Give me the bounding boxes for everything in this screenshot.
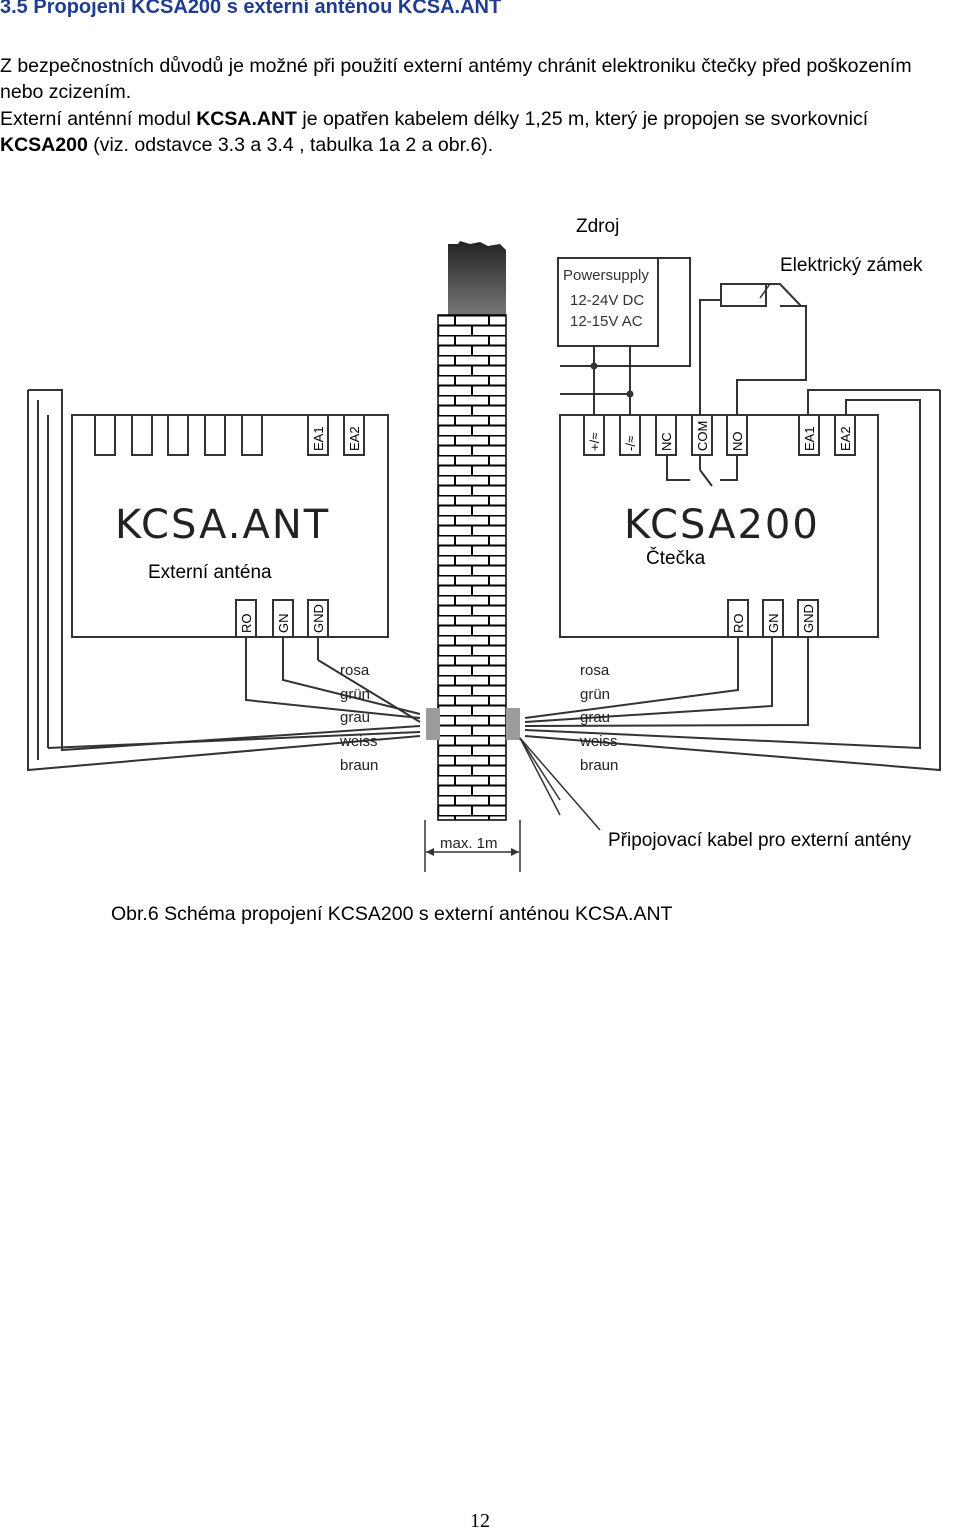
power-supply-title: Powersupply: [563, 267, 649, 284]
left-wire-labels: rosa grün grau weiss braun: [339, 662, 378, 774]
connection-cable-label: Připojovací kabel pro externí antény: [608, 830, 912, 851]
power-supply-label: Zdroj: [576, 216, 619, 237]
para-text-2: je opatřen kabelem délky 1,25 m, který j…: [296, 108, 869, 130]
ant-ea1-terminal-label: EA1: [311, 426, 326, 451]
electric-lock-symbol: [720, 283, 804, 307]
kcsa-ant-module: EA1 EA2 KCSA.ANT Externí anténa RO GN GND: [71, 414, 389, 638]
power-supply-dc: 12-24V DC: [570, 292, 644, 309]
ant-empty-terminal: [94, 414, 116, 456]
reader-top-4-terminal-label: NO: [730, 432, 745, 452]
wire-label-2: grau: [340, 709, 370, 726]
reader-gn-terminal-label: GN: [766, 614, 781, 634]
reader-top-3-terminal: [691, 414, 713, 456]
reader-ro-terminal-label: RO: [731, 614, 746, 634]
ant-empty-terminal: [204, 414, 226, 456]
external-antenna-label: Externí anténa: [148, 562, 272, 583]
reader-gnd-terminal-label: GND: [801, 604, 816, 633]
ant-bottom-terminals: RO GN GND: [235, 599, 329, 638]
intro-paragraph: Z bezpečnostních důvodů je možné při pou…: [0, 55, 912, 103]
cable-fanout: [519, 737, 601, 831]
reader-top-5-terminal-label: EA1: [802, 426, 817, 451]
page-number: 12: [470, 1510, 490, 1532]
max-length-label: max. 1m: [440, 835, 498, 852]
right-cable-grommet: [506, 708, 520, 740]
right-wire-labels: rosa grün grau weiss braun: [579, 662, 618, 774]
reader-top-2-terminal-label: NC: [659, 432, 674, 451]
kcsa-ant-name: KCSA.ANT: [115, 502, 330, 548]
electric-lock-label: Elektrický zámek: [780, 255, 923, 276]
ant-gn-terminal-label: GN: [276, 614, 291, 634]
ant-ea2-terminal: [343, 414, 365, 456]
wire-label-4: braun: [580, 757, 618, 774]
kcsa200-name: KCSA200: [624, 502, 820, 548]
power-supply-ac: 12-15V AC: [570, 313, 643, 330]
reader-top-0-terminal: [583, 414, 605, 456]
para-bold-kcsa200: KCSA200: [0, 134, 88, 156]
para-bold-kcsa-ant: KCSA.ANT: [196, 108, 297, 130]
brick-wall: [437, 241, 507, 821]
ant-empty-terminal: [167, 414, 189, 456]
wire-label-3: weiss: [579, 733, 618, 750]
wiring-diagram: Zdroj Powersupply 12-24V DC 12-15V AC El…: [27, 216, 941, 872]
wire-label-4: braun: [340, 757, 378, 774]
reader-top-terminals: +/≈ -/≈ NC COM NO EA1 EA2: [583, 414, 856, 456]
junction-dot: [590, 362, 598, 370]
reader-label: Čtečka: [646, 547, 706, 569]
wire-label-0: rosa: [340, 662, 370, 679]
relay-switch-symbol: [666, 455, 738, 487]
wire-label-2: grau: [580, 709, 610, 726]
ant-empty-terminal: [241, 414, 263, 456]
reader-top-1-terminal-label: -/≈: [623, 436, 638, 451]
reader-top-1-terminal: [619, 414, 641, 456]
wire-label-3: weiss: [339, 733, 378, 750]
figure-caption: Obr.6 Schéma propojení KCSA200 s externí…: [111, 903, 673, 925]
antenna-loop-wires: [27, 389, 941, 772]
cable-paragraph: Externí anténní modul KCSA.ANT je opatře…: [0, 106, 960, 158]
para-text-3: (viz. odstavce 3.3 a 3.4 , tabulka 1a 2 …: [87, 134, 494, 156]
ant-top-terminals: EA1 EA2: [94, 414, 365, 456]
kcsa200-module: +/≈ -/≈ NC COM NO EA1 EA2 KCSA200 Čtečka RO GN G…: [559, 414, 879, 638]
reader-top-3-terminal-label: COM: [695, 421, 710, 451]
reader-top-0-terminal-label: +/≈: [587, 433, 602, 451]
wire-label-1: grün: [580, 686, 610, 703]
ant-gnd-terminal-label: GND: [311, 604, 326, 633]
ant-ro-terminal-label: RO: [239, 614, 254, 634]
ant-ea1-terminal: [307, 414, 329, 456]
section-heading: 3.5 Propojení KCSA200 s externí anténou …: [0, 0, 502, 18]
reader-top-6-terminal-label: EA2: [838, 426, 853, 451]
left-cable-grommet: [426, 708, 440, 740]
reader-bottom-terminals: RO GN GND: [727, 599, 819, 638]
power-supply-box: Powersupply 12-24V DC 12-15V AC: [557, 257, 659, 347]
wire-label-0: rosa: [580, 662, 610, 679]
ant-empty-terminal: [131, 414, 153, 456]
wire-label-1: grün: [340, 686, 370, 703]
max-length-dimension: max. 1m: [424, 820, 521, 872]
para-text-1: Externí anténní modul: [0, 108, 197, 130]
ant-ea2-terminal-label: EA2: [347, 426, 362, 451]
